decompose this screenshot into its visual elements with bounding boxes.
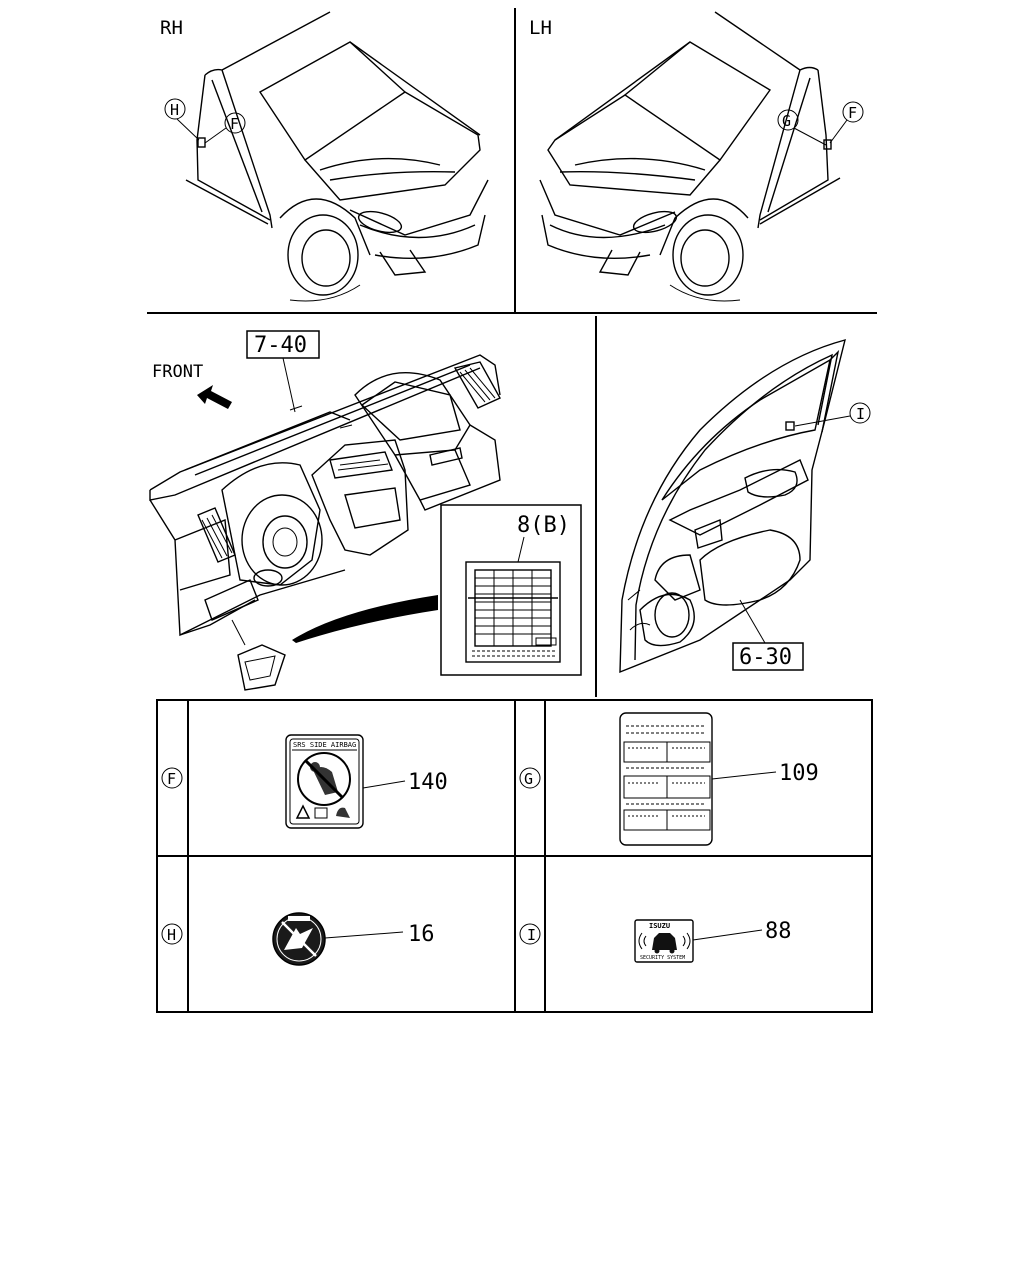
cell-g: G 109	[519, 712, 819, 846]
cell-g-marker	[519, 767, 541, 789]
cell-i-marker	[519, 923, 541, 945]
instrument-panel-illustration	[149, 354, 501, 691]
marker-f-lh	[842, 101, 864, 123]
rh-view-label: RH	[160, 17, 183, 39]
leader-dash-ref	[282, 357, 296, 413]
leader-140	[362, 780, 406, 789]
dashboard-view: FRONT 7-40	[149, 330, 582, 691]
marker-g-lh-label: G	[782, 112, 791, 130]
marker-g-lh	[777, 109, 799, 131]
lh-vehicle-front-illustration	[539, 11, 841, 302]
rh-label-location	[197, 137, 206, 148]
side-airbag-label-title: SRS SIDE AIRBAG	[293, 741, 356, 749]
cell-f-marker	[161, 767, 183, 789]
marker-h-rh	[164, 98, 186, 120]
fuse-callout-arrow	[292, 595, 438, 643]
rh-vehicle-front-illustration	[185, 11, 489, 302]
front-arrow-label: FRONT	[152, 362, 203, 382]
lh-view-label: LH	[529, 17, 552, 39]
leader-door-ref	[739, 599, 766, 644]
marker-f-lh-label: F	[848, 104, 857, 122]
security-sticker-brand: ISUZU	[649, 922, 670, 930]
marker-i-door-label: I	[856, 405, 865, 423]
security-system-sticker-icon: ISUZU SECURITY SYSTEM	[634, 919, 694, 963]
leader-g-lh	[793, 127, 827, 146]
door-ref-label: 6-30	[739, 645, 792, 670]
dash-ref-box	[246, 330, 320, 359]
door-view: I 6-30	[619, 339, 871, 674]
leader-h-rh	[176, 118, 200, 141]
front-door-illustration	[619, 339, 846, 674]
cell-h-marker	[161, 923, 183, 945]
part-140-label: 140	[408, 770, 448, 795]
marker-i-door	[849, 402, 871, 424]
leader-i-door	[794, 415, 851, 427]
side-airbag-label-icon: SRS SIDE AIRBAG	[285, 734, 364, 829]
cell-h: H 16	[161, 912, 435, 966]
fuse-label-illustration	[465, 561, 561, 663]
door-ref-box	[732, 642, 804, 671]
cell-i: I ISUZU SECURITY SYSTEM 88	[519, 919, 792, 963]
rh-view: RH H	[160, 11, 489, 302]
front-arrow-icon	[197, 385, 232, 409]
leader-16	[324, 931, 404, 939]
cell-f: F SRS SIDE AIRBAG 140	[161, 734, 448, 829]
leader-f-rh	[204, 127, 227, 144]
cell-g-marker-label: G	[524, 770, 533, 788]
label-table	[156, 699, 873, 1013]
part-16-label: 16	[408, 922, 435, 947]
cell-f-marker-label: F	[167, 770, 176, 788]
airbag-warning-sticker-icon	[272, 912, 326, 966]
cell-i-marker-label: I	[527, 926, 536, 944]
part-88-label: 88	[765, 919, 792, 944]
lh-view: LH G F	[529, 11, 864, 302]
tire-pressure-label-icon	[619, 712, 713, 846]
leader-109	[711, 771, 777, 780]
marker-f-rh	[224, 112, 246, 134]
fuse-ref-label: 8(B)	[517, 513, 570, 538]
security-sticker-caption: SECURITY SYSTEM	[640, 955, 685, 961]
marker-h-rh-label: H	[170, 101, 179, 119]
marker-f-rh-label: F	[230, 115, 239, 133]
leader-f-lh	[829, 119, 848, 144]
dash-ref-label: 7-40	[254, 333, 307, 358]
cell-h-marker-label: H	[167, 926, 176, 944]
lh-label-location	[823, 139, 832, 150]
part-109-label: 109	[779, 761, 819, 786]
leader-88	[692, 929, 763, 941]
leader-fuse-ref	[517, 536, 525, 563]
